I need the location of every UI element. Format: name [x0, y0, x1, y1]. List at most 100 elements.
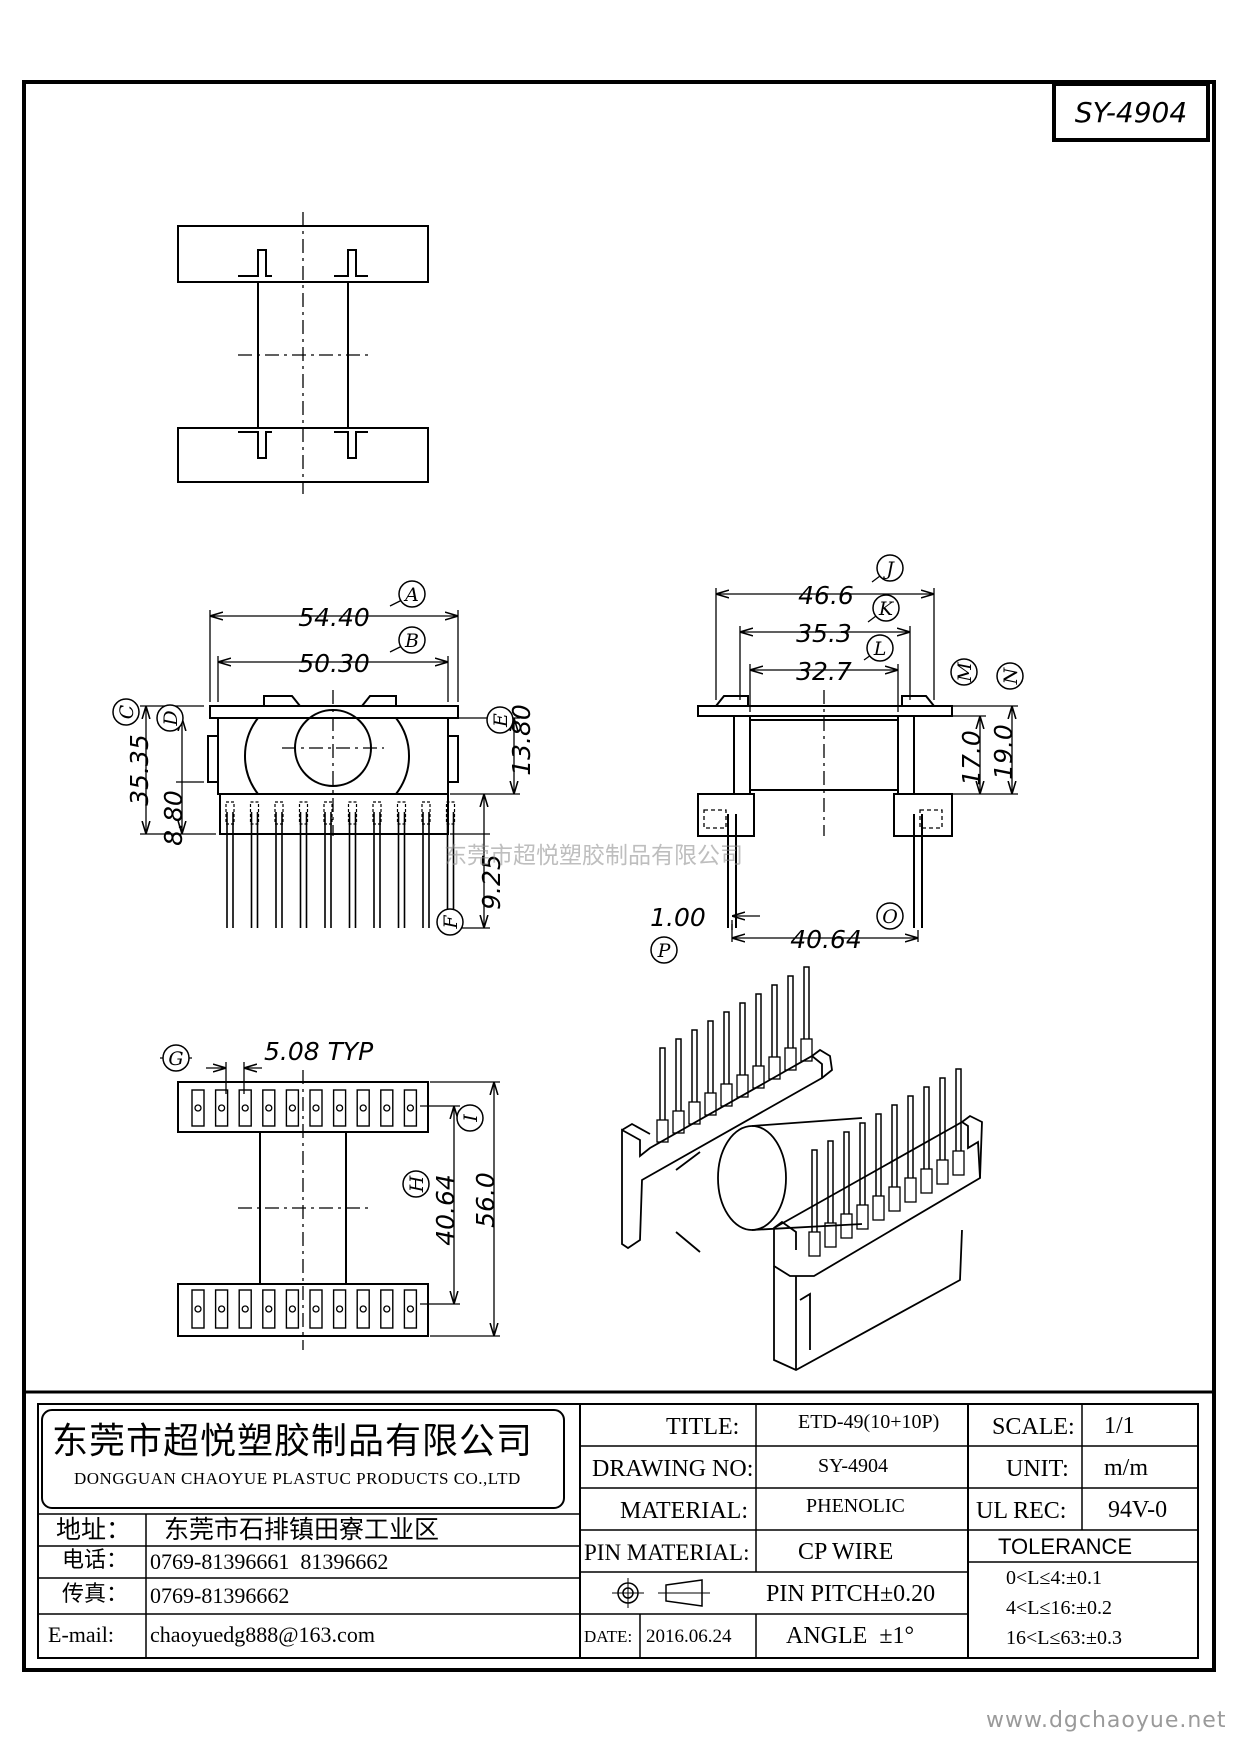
- label-circle-n: [996, 662, 1024, 690]
- label-circle-i: [456, 1104, 484, 1132]
- part-number-box: SY-4904: [1052, 82, 1210, 142]
- bottom-pin-hole: [359, 1104, 367, 1112]
- bottom-pin-hole: [312, 1104, 320, 1112]
- ul-rec-label: UL REC:: [976, 1498, 1067, 1524]
- company-name-cn: 东莞市超悦塑胶制品有限公司: [52, 1421, 534, 1462]
- bottom-pin-hole: [335, 1305, 344, 1313]
- iso-back-pin: [771, 984, 778, 1057]
- label-circle-k: [872, 594, 900, 622]
- isometric-view: [621, 966, 983, 1372]
- iso-back-pin-socket: [672, 1110, 685, 1134]
- label-circle-g: [162, 1044, 190, 1072]
- bottom-pin-socket: [191, 1089, 205, 1127]
- bottom-pin-socket: [191, 1289, 205, 1329]
- dim-P-text: 1.00: [650, 903, 706, 932]
- fax-value: 0769-81396662: [150, 1583, 290, 1608]
- bottom-pin-hole: [359, 1305, 367, 1313]
- label-circle-b: [398, 626, 426, 654]
- website-url: www.dgchaoyue.net: [986, 1708, 1227, 1733]
- bottom-pin-hole: [217, 1305, 226, 1313]
- front-pin: [299, 812, 308, 928]
- dim-D-text: 8.80: [159, 790, 188, 846]
- bottom-pin-socket: [285, 1089, 300, 1127]
- bottom-pin-socket: [238, 1289, 252, 1329]
- drawing-no-label: DRAWING NO:: [592, 1456, 754, 1482]
- address-label: 地址：: [56, 1515, 132, 1544]
- iso-front-pin: [811, 1149, 818, 1232]
- phone-value: 0769-81396661 81396662: [150, 1549, 389, 1574]
- label-circle-l: [866, 634, 894, 662]
- bottom-pin-socket: [309, 1289, 323, 1329]
- iso-front-pin-socket: [888, 1186, 901, 1212]
- iso-back-pin-socket: [752, 1065, 765, 1089]
- iso-back-pin-socket: [784, 1047, 797, 1071]
- bottom-pin-socket: [309, 1089, 323, 1127]
- iso-back-pin-socket: [656, 1119, 669, 1143]
- unit-label: UNIT:: [1006, 1456, 1069, 1482]
- bottom-pin-hole: [194, 1305, 202, 1313]
- bottom-pin-hole: [383, 1104, 391, 1112]
- iso-back-pin: [675, 1038, 682, 1111]
- dim-B-text: 50.30: [298, 649, 370, 678]
- pin-material-value: CP WIRE: [798, 1539, 894, 1565]
- front-pin: [422, 812, 430, 928]
- date-value: 2016.06.24: [646, 1626, 732, 1647]
- title-label: TITLE:: [666, 1414, 740, 1440]
- iso-back-pin: [659, 1047, 666, 1120]
- dim-N-text: 19.0: [989, 724, 1018, 780]
- label-circle-j: [876, 554, 904, 582]
- tolerance-row-3: 16<L≤63:±0.3: [1006, 1627, 1123, 1649]
- title-value: ETD-49(10+10P): [798, 1411, 940, 1433]
- label-b: B: [404, 630, 419, 652]
- label-circle-e: [486, 706, 514, 734]
- dim-O-text: 40.64: [790, 925, 862, 954]
- tolerance-row-2: 4<L≤16:±0.2: [1006, 1597, 1113, 1619]
- bottom-pin-hole: [406, 1104, 415, 1112]
- dimension-texts: 54.40 50.30 35.35 8.80 13.80 9.25 5.08 T…: [125, 581, 1018, 1246]
- label-circle-m: [950, 658, 978, 686]
- address-value: 东莞市石排镇田寮工业区: [164, 1515, 440, 1544]
- unit-value: m/m: [1104, 1455, 1149, 1481]
- dim-G-text: 5.08 TYP: [264, 1037, 374, 1066]
- iso-front-pin: [923, 1086, 930, 1169]
- dim-A-text: 54.40: [298, 603, 370, 632]
- ul-rec-value: 94V-0: [1108, 1497, 1168, 1523]
- label-j: J: [882, 558, 895, 580]
- bottom-pin-hole: [335, 1104, 344, 1112]
- iso-front-pin: [827, 1140, 834, 1223]
- tolerance-row-1: 0<L≤4:±0.1: [1006, 1567, 1103, 1589]
- email-value: chaoyuedg888@163.com: [150, 1622, 375, 1647]
- bottom-pin-socket: [238, 1089, 252, 1127]
- label-c: C: [116, 704, 138, 719]
- email-label: E-mail:: [48, 1622, 114, 1647]
- label-o: O: [882, 906, 898, 928]
- iso-back-pin-socket: [800, 1038, 813, 1062]
- bottom-pin-socket: [356, 1089, 370, 1127]
- label-a: A: [403, 584, 419, 606]
- iso-back-pin: [755, 993, 762, 1066]
- label-circle-h: [402, 1170, 430, 1198]
- material-value: PHENOLIC: [806, 1495, 905, 1517]
- bottom-pin-hole: [406, 1305, 415, 1313]
- label-n: N: [1000, 666, 1022, 685]
- side-view: [697, 690, 953, 928]
- iso-front-pin-socket: [872, 1195, 885, 1221]
- angle-tolerance: ANGLE ±1°: [786, 1623, 915, 1649]
- company-name-en: DONGGUAN CHAOYUE PLASTUC PRODUCTS CO.,LT…: [74, 1469, 521, 1488]
- iso-back-pin-socket: [736, 1074, 749, 1098]
- iso-front-pin: [939, 1077, 946, 1160]
- iso-back-pin-socket: [768, 1056, 781, 1080]
- phone-label: 电话：: [62, 1548, 129, 1573]
- iso-front-pin-socket: [936, 1159, 949, 1185]
- pin-pitch: PIN PITCH±0.20: [766, 1581, 936, 1607]
- bottom-pin-socket: [214, 1089, 229, 1127]
- drawing-frame: [22, 80, 1216, 1672]
- label-d: D: [160, 710, 182, 726]
- iso-front-pin-socket: [920, 1168, 933, 1194]
- label-circle-c: [112, 698, 140, 726]
- bottom-pin-socket: [262, 1089, 276, 1127]
- label-h: H: [406, 1175, 428, 1193]
- bottom-pin-socket: [380, 1289, 394, 1329]
